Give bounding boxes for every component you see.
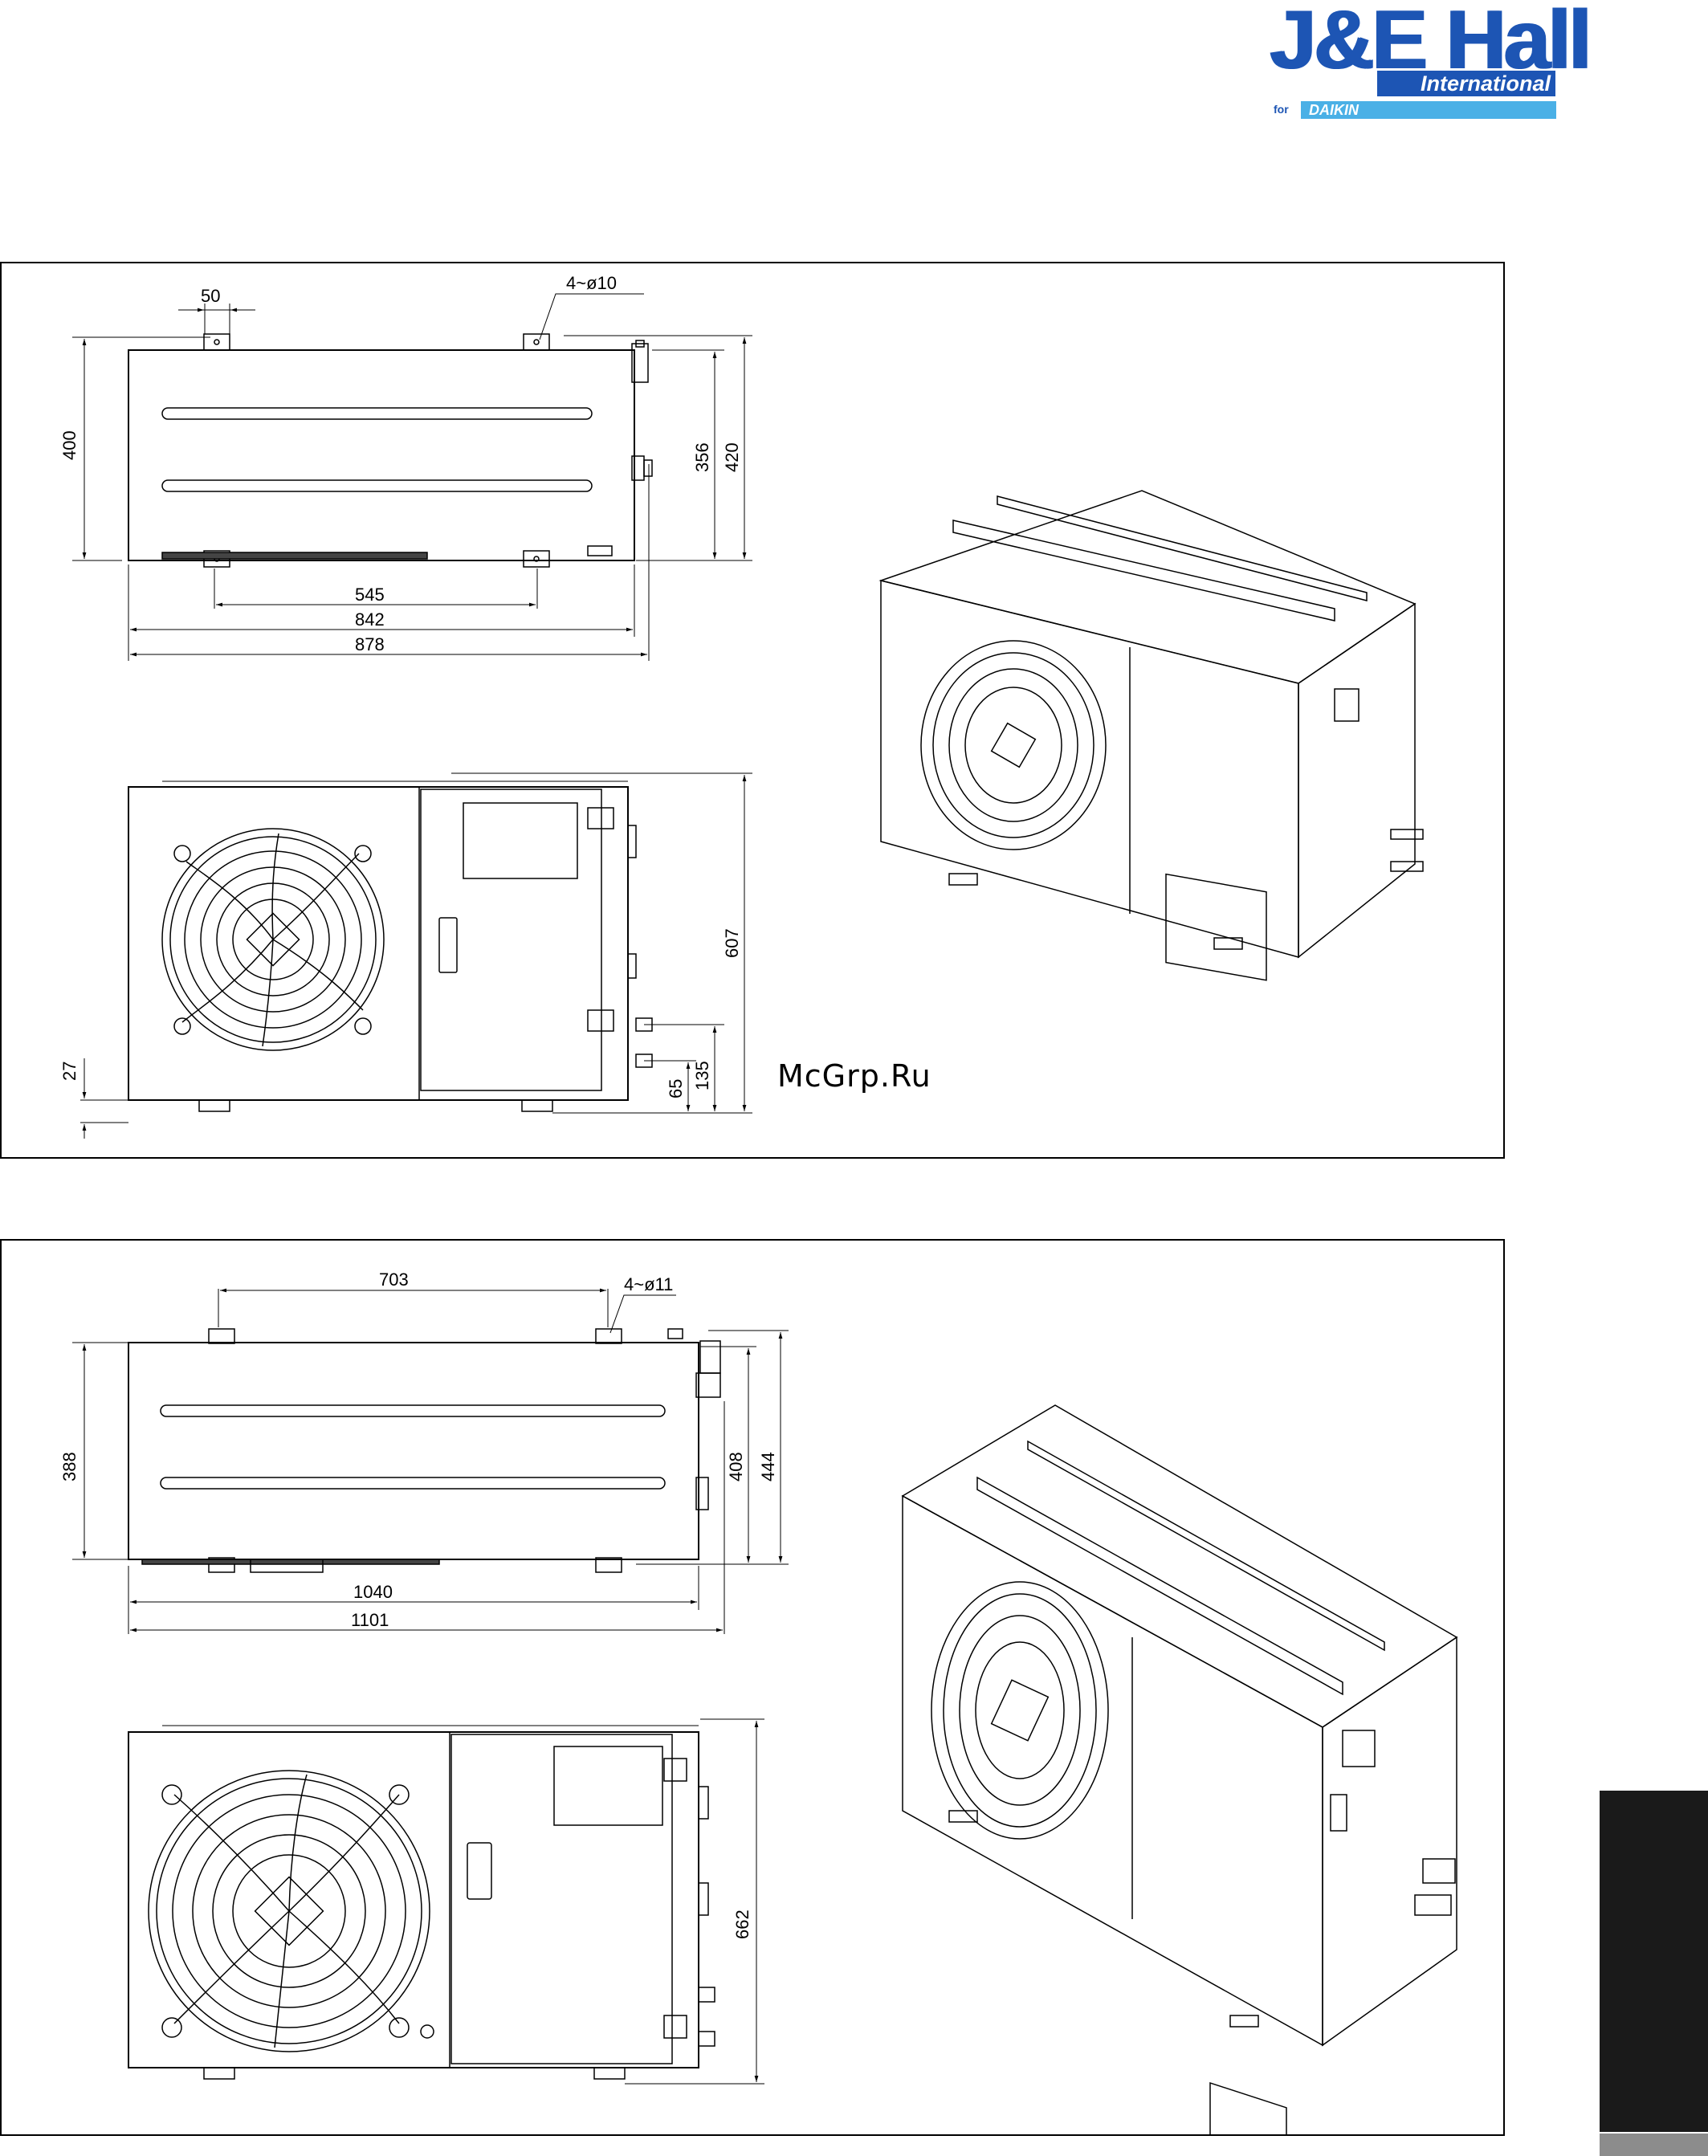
dim-408: 408 (726, 1452, 746, 1481)
dim-607: 607 (722, 928, 742, 958)
dim-50: 50 (201, 286, 220, 306)
dim-356: 356 (692, 442, 712, 472)
dim-703: 703 (379, 1270, 409, 1290)
dim-662: 662 (732, 1909, 752, 1939)
daikin-text: DAIKIN (1309, 101, 1359, 119)
drawing-panel-1: 50 4~ø10 400 356 420 545 842 878 607 27 … (0, 262, 1505, 1159)
dim-65: 65 (666, 1079, 686, 1098)
top-view-1 (72, 294, 752, 661)
jehall-logo: J&E Hall International for DAIKIN (1269, 0, 1574, 120)
panel-2-svg: 703 4~ø11 388 408 444 1040 1101 662 (2, 1241, 1503, 2134)
iso-view-2 (903, 1405, 1457, 2134)
panel-1-svg: 50 4~ø10 400 356 420 545 842 878 607 27 … (2, 263, 1503, 1157)
iso-view-1 (881, 491, 1423, 980)
dim-420: 420 (722, 442, 742, 472)
side-tab-foot (1600, 2134, 1708, 2156)
top-view-2 (72, 1289, 789, 1634)
dim-388: 388 (59, 1452, 79, 1481)
dim-27: 27 (59, 1062, 79, 1081)
logo-sub-text: International (1377, 71, 1551, 96)
logo-brand-text: J&E Hall (1269, 0, 1588, 80)
side-tab (1600, 1791, 1708, 2132)
logo-for-text: for (1274, 103, 1289, 116)
dim-135: 135 (692, 1061, 712, 1090)
daikin-bar: DAIKIN (1301, 101, 1556, 119)
front-view-2 (128, 1719, 764, 2084)
dim-545: 545 (355, 585, 385, 605)
dim-1101: 1101 (351, 1610, 389, 1630)
dim-1040: 1040 (353, 1582, 393, 1602)
dim-400: 400 (59, 430, 79, 460)
watermark-text: McGrp.Ru (777, 1058, 931, 1094)
dim-842: 842 (355, 609, 385, 630)
hole-spec-2: 4~ø11 (624, 1274, 673, 1294)
dim-444: 444 (758, 1452, 778, 1481)
drawing-panel-2: 703 4~ø11 388 408 444 1040 1101 662 (0, 1239, 1505, 2136)
logo-sub-bar: International (1377, 71, 1555, 96)
dim-878: 878 (355, 634, 385, 654)
hole-spec: 4~ø10 (566, 273, 617, 293)
front-view-1 (80, 773, 752, 1139)
